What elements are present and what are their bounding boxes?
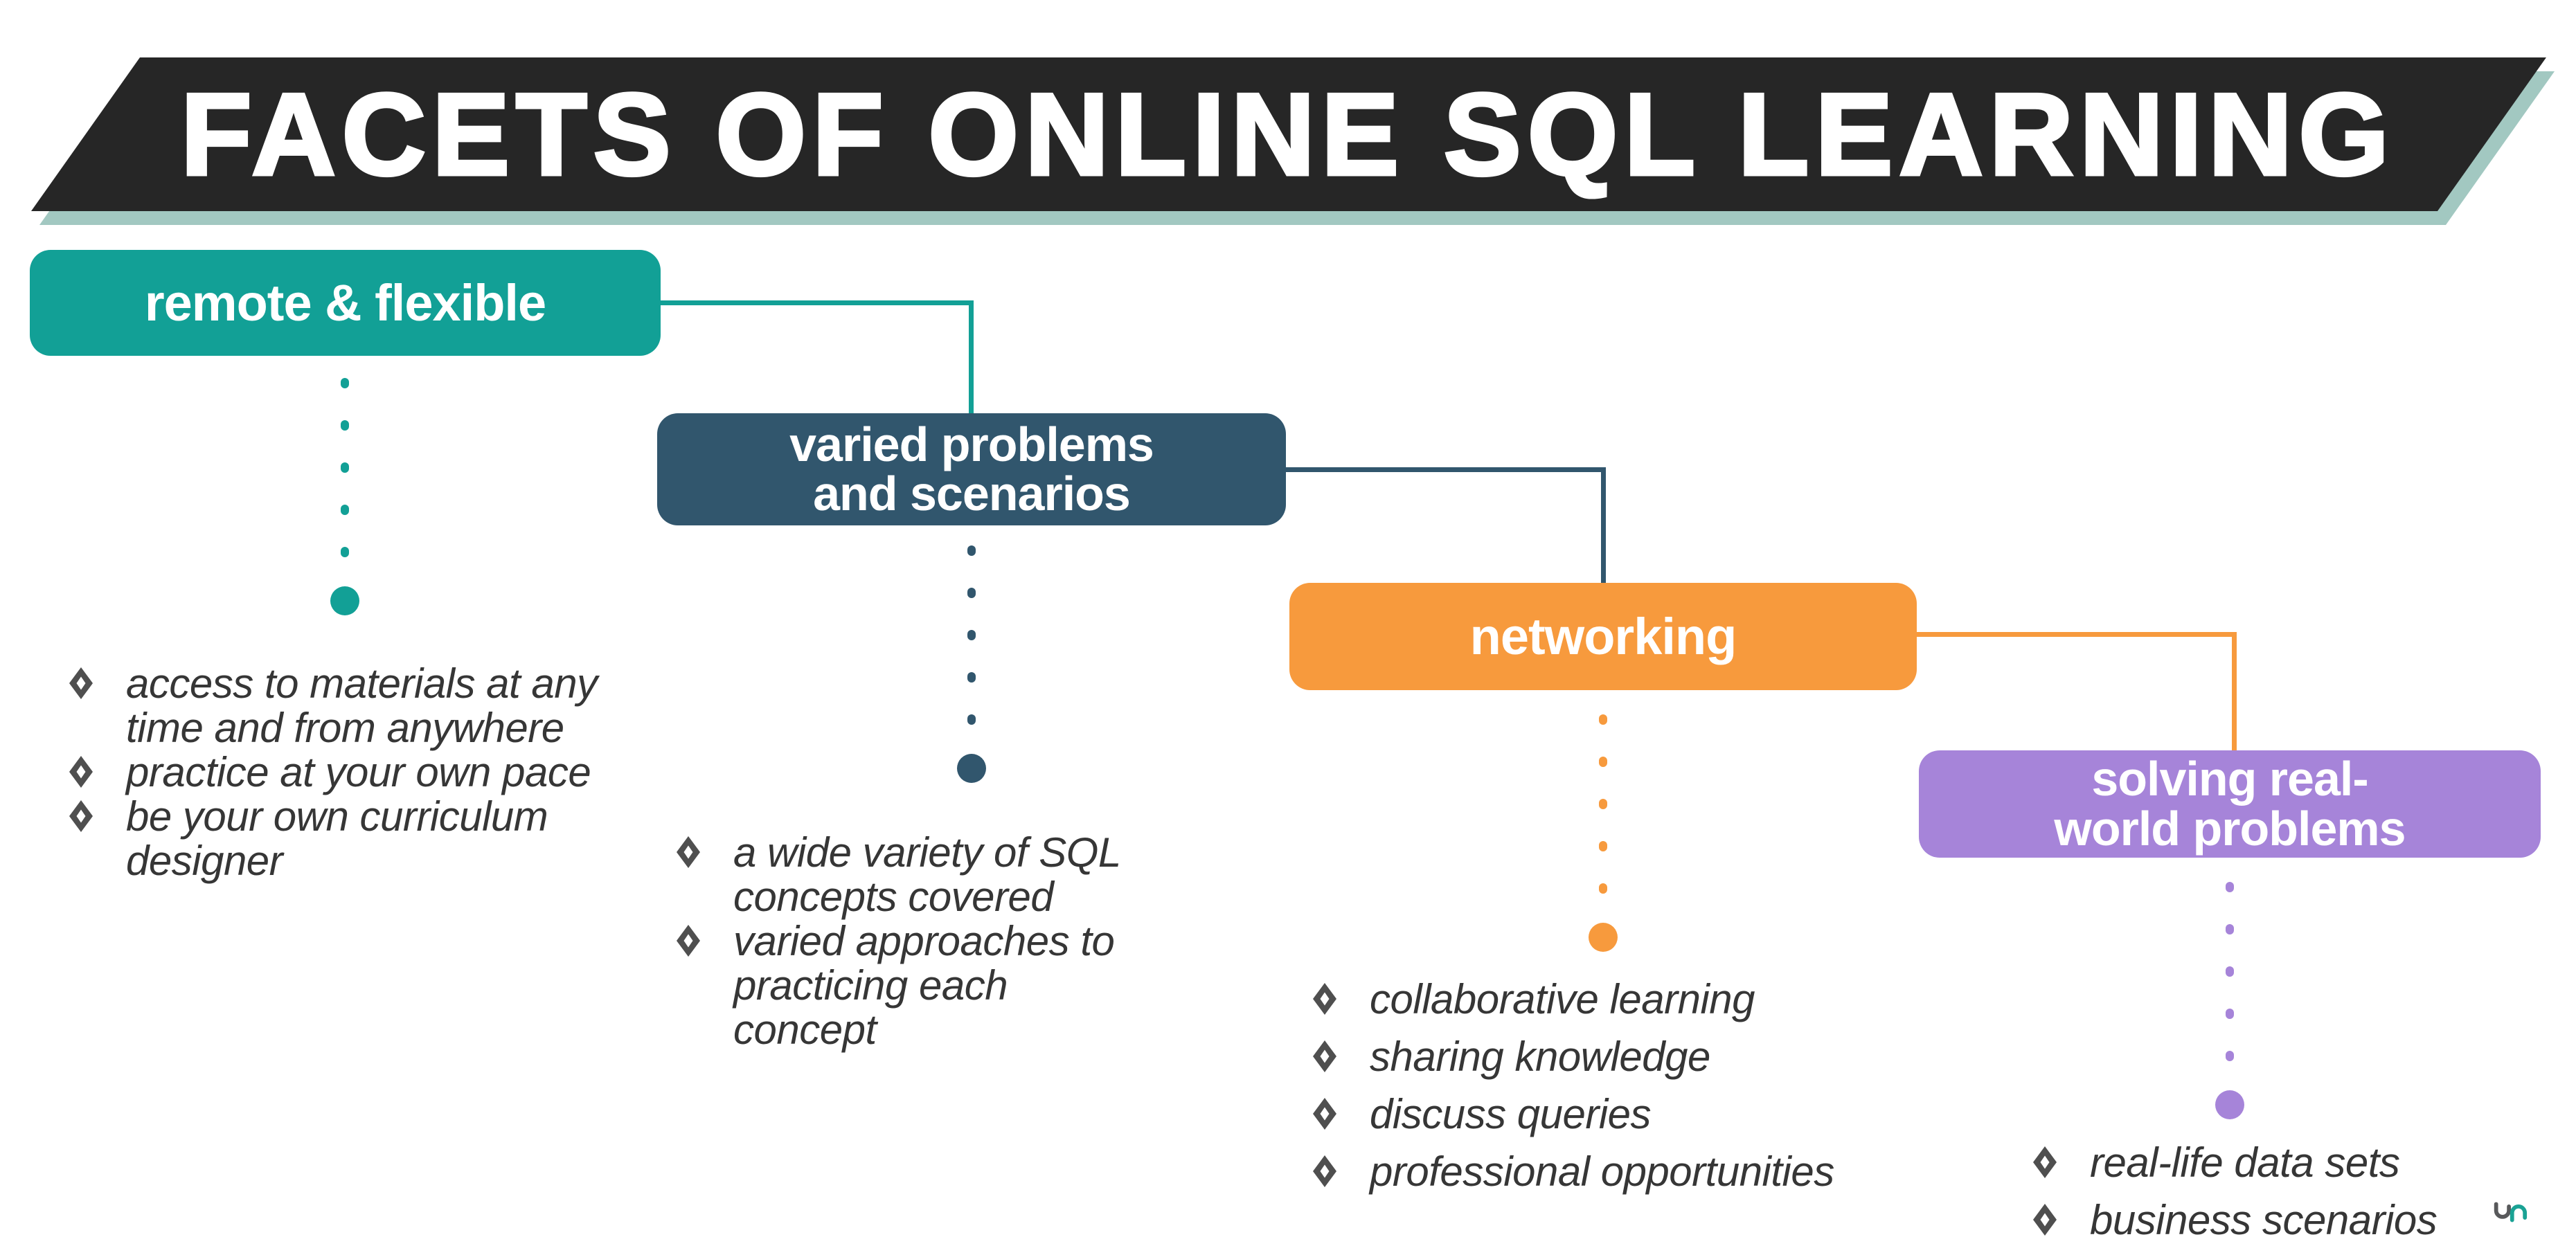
dot-icon [1599,841,1607,851]
wave-logo-icon [2494,1202,2528,1222]
bullet-list-networking: collaborative learning sharing knowledge… [1313,977,1834,1207]
diamond-bullet-icon [677,925,700,957]
dot-icon [2226,1051,2234,1061]
dot-icon [341,505,349,515]
diamond-hole [76,765,86,779]
dot-icon [967,588,976,598]
facet-box-varied-problems: varied problems and scenarios [657,413,1286,525]
dot-icon [1599,883,1607,894]
diamond-bullet-icon [1313,983,1336,1015]
bullet-text: business scenarios [2090,1197,2438,1243]
dot-icon [341,420,349,431]
dot-icon [1599,714,1607,725]
list-item: be your own curriculum designer [69,795,630,883]
dot-icon [2226,966,2234,977]
page-title: FACETS OF ONLINE SQL LEARNING [179,67,2396,201]
diamond-hole [1320,1164,1330,1178]
diamond-bullet-icon [1313,1098,1336,1130]
dotted-leader-remote [330,378,359,615]
facet-label: remote & flexible [144,273,546,332]
bullet-text: access to materials at any time and from… [126,660,598,751]
bullet-text: practice at your own pace [126,749,591,795]
connector-varied-to-networking-vertical [1601,467,1606,586]
bullet-list-varied-problems: a wide variety of SQL concepts covered v… [677,831,1161,1052]
connector-networking-to-solving-vertical [2232,632,2237,753]
bullet-list-solving-real-world: real-life data sets business scenarios [2033,1141,2438,1255]
list-item: access to materials at any time and from… [69,662,630,750]
title-banner: FACETS OF ONLINE SQL LEARNING [31,57,2546,211]
dot-icon [341,378,349,388]
facet-label-line: solving real- [2091,752,2368,806]
dotted-leader-networking [1589,714,1618,952]
dot-terminal-icon [957,754,986,783]
facet-box-solving-real-world: solving real- world problems [1919,750,2541,858]
dotted-leader-varied [957,545,986,783]
list-item: practice at your own pace [69,750,630,795]
bullet-text: real-life data sets [2090,1139,2400,1186]
bullet-text: collaborative learning [1370,976,1755,1022]
dot-icon [2226,924,2234,935]
dot-icon [967,714,976,725]
dot-icon [2226,882,2234,892]
facet-box-networking: networking [1289,583,1917,690]
dot-icon [967,630,976,640]
diamond-hole [1320,992,1330,1006]
bullet-text: be your own curriculum designer [126,793,548,884]
facet-label-line: and scenarios [813,467,1131,521]
list-item: a wide variety of SQL concepts covered [677,831,1161,919]
diamond-bullet-icon [69,667,93,699]
dot-icon [967,672,976,683]
facet-label-line: world problems [2054,801,2406,856]
diamond-bullet-icon [1313,1040,1336,1072]
dot-terminal-icon [1589,923,1618,952]
connector-remote-to-varied-vertical [969,300,974,416]
facet-box-remote-flexible: remote & flexible [30,250,661,356]
bullet-text: discuss queries [1370,1091,1652,1137]
diamond-hole [2040,1213,2050,1227]
list-item: varied approaches to practicing each con… [677,919,1161,1052]
diamond-bullet-icon [69,756,93,788]
list-item: sharing knowledge [1313,1035,1834,1079]
list-item: professional opportunities [1313,1150,1834,1194]
dot-icon [2226,1009,2234,1019]
diamond-hole [76,676,86,690]
dot-terminal-icon [2215,1090,2244,1119]
dotted-leader-solving [2215,882,2244,1119]
list-item: discuss queries [1313,1092,1834,1137]
list-item: collaborative learning [1313,977,1834,1022]
list-item: real-life data sets [2033,1141,2437,1185]
diamond-hole [1320,1107,1330,1121]
dot-icon [967,545,976,556]
bullet-text: a wide variety of SQL concepts covered [733,829,1120,920]
bullet-text: professional opportunities [1370,1148,1834,1195]
diamond-bullet-icon [2033,1146,2057,1178]
dot-icon [341,462,349,473]
dot-icon [1599,799,1607,809]
diamond-bullet-icon [1313,1155,1336,1187]
bullet-list-remote-flexible: access to materials at any time and from… [69,662,630,883]
connector-networking-to-solving-horizontal [1915,632,2237,637]
bullet-text: varied approaches to practicing each con… [733,918,1115,1053]
diamond-hole [1320,1049,1330,1063]
diamond-bullet-icon [69,800,93,832]
diamond-bullet-icon [677,836,700,868]
connector-varied-to-networking-horizontal [1285,467,1606,472]
dot-icon [341,547,349,557]
bullet-text: sharing knowledge [1370,1033,1710,1080]
facet-label-line: varied problems [789,417,1154,471]
diamond-hole [76,809,86,823]
diamond-hole [683,934,693,948]
list-item: business scenarios [2033,1197,2438,1243]
diamond-hole [683,845,693,859]
dot-terminal-icon [330,586,359,615]
connector-remote-to-varied-horizontal [659,300,974,305]
diamond-bullet-icon [2033,1204,2057,1236]
facet-label: networking [1469,607,1737,665]
diamond-hole [2040,1155,2050,1169]
dot-icon [1599,757,1607,767]
